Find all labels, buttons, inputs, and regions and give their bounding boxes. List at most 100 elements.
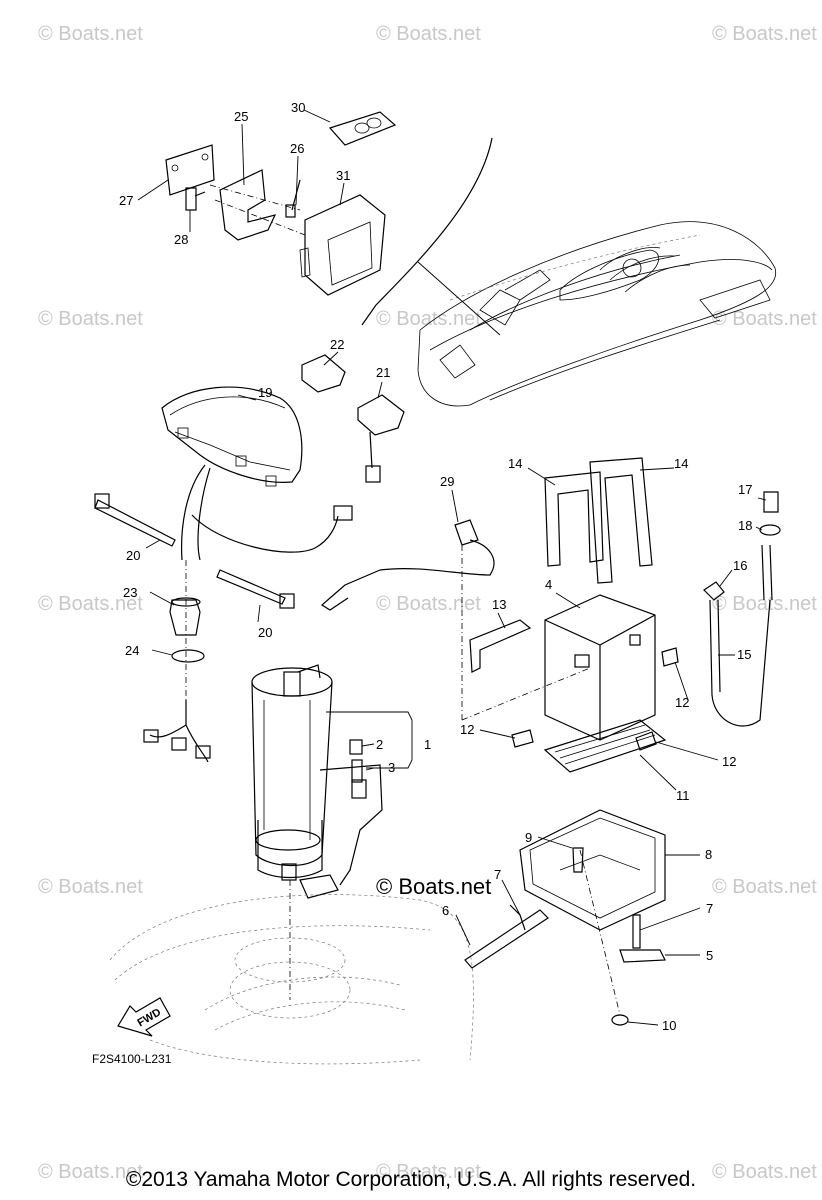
clip-18 — [759, 524, 781, 536]
callout-16: 16 — [733, 558, 747, 573]
grommet-23 — [169, 599, 201, 636]
meter-assembly — [161, 386, 353, 561]
callout-14a: 14 — [508, 456, 522, 471]
callout-6: 6 — [442, 903, 449, 918]
callout-13: 13 — [492, 597, 506, 612]
callout-30: 30 — [291, 100, 305, 115]
watermark-layer: © Boats.net © Boats.net © Boats.net © Bo… — [38, 23, 817, 1183]
callout-24: 24 — [125, 643, 139, 658]
watermark: © Boats.net — [38, 876, 143, 898]
fuel-tank-outline — [109, 880, 474, 1065]
sensor-29 — [454, 519, 479, 546]
callout-8: 8 — [705, 847, 712, 862]
fwd-arrow: FWD — [117, 997, 171, 1037]
connector-21 — [365, 465, 381, 483]
remote-control-group — [165, 111, 397, 296]
callout-20a: 20 — [126, 548, 140, 563]
watermark: © Boats.net — [712, 593, 817, 615]
watermark: © Boats.net — [712, 308, 817, 330]
watermark: © Boats.net — [38, 308, 143, 330]
watermark: © Boats.net — [376, 593, 481, 615]
callout-5: 5 — [706, 948, 713, 963]
pad-12b — [661, 647, 679, 667]
watermark: © Boats.net — [376, 308, 481, 330]
battery-box-8 — [519, 809, 666, 931]
callout-21: 21 — [376, 365, 390, 380]
screw-26 — [285, 204, 296, 218]
diagram-code: F2S4100-L231 — [92, 1052, 172, 1066]
callout-12a: 12 — [675, 695, 689, 710]
strap-14a — [544, 471, 604, 567]
callout-28: 28 — [174, 232, 188, 247]
callout-17: 17 — [738, 482, 752, 497]
bracket-6 — [464, 909, 549, 969]
remote-transmitter — [328, 111, 397, 146]
pad-12c — [635, 731, 657, 751]
watermark: © Boats.net — [38, 593, 143, 615]
callout-7b: 7 — [706, 901, 713, 916]
meter-19 — [161, 386, 303, 483]
cable-tie-20b — [216, 569, 286, 605]
callout-19: 19 — [258, 385, 272, 400]
callout-29: 29 — [440, 474, 454, 489]
battery-assembly — [461, 594, 679, 773]
vent-tube-15 — [709, 599, 771, 727]
harness-connector — [171, 737, 187, 751]
callout-1: 1 — [424, 737, 431, 752]
fuel-filter — [299, 874, 339, 899]
watermark: © Boats.net — [376, 1161, 481, 1183]
callout-27: 27 — [119, 193, 133, 208]
watermark: © Boats.net — [712, 1161, 817, 1183]
connector-19 — [333, 505, 353, 521]
callout-26: 26 — [290, 141, 304, 156]
callout-7a: 7 — [494, 867, 501, 882]
mat-11 — [543, 719, 667, 773]
watermark: © Boats.net — [712, 23, 817, 45]
callout-20b: 20 — [258, 625, 272, 640]
fuel-pump-part-2 — [349, 739, 363, 755]
watercraft-illustration — [417, 221, 777, 407]
bolt-7 — [632, 914, 641, 949]
callout-18: 18 — [738, 518, 752, 533]
nut-10 — [611, 1014, 629, 1026]
cable-tie-20a — [94, 499, 176, 547]
clamp-24 — [171, 649, 205, 663]
receiver-unit — [304, 194, 386, 296]
clip-16 — [703, 581, 725, 601]
fuel-pump-assembly — [251, 664, 413, 899]
callout-labels: 30 25 26 27 31 28 22 21 19 14 14 17 18 2… — [119, 100, 752, 1033]
harness-connector — [143, 729, 159, 743]
switch-22 — [301, 354, 346, 393]
callout-25: 25 — [234, 109, 248, 124]
pad-13 — [469, 619, 532, 673]
callout-12b: 12 — [460, 722, 474, 737]
switch-group — [301, 354, 405, 483]
callout-14b: 14 — [674, 456, 688, 471]
callout-12c: 12 — [722, 754, 736, 769]
callout-22: 22 — [330, 337, 344, 352]
callout-11: 11 — [676, 788, 690, 803]
mounting-bracket — [219, 169, 277, 241]
harness-connector — [195, 745, 211, 759]
center-watermark: © Boats.net — [376, 874, 491, 899]
callout-2: 2 — [376, 737, 383, 752]
callout-4: 4 — [545, 577, 552, 592]
callout-3: 3 — [388, 760, 395, 775]
callout-10: 10 — [662, 1018, 676, 1033]
callout-9: 9 — [525, 830, 532, 845]
battery-4 — [544, 594, 656, 741]
strap-14b — [589, 457, 653, 584]
callout-23: 23 — [123, 585, 137, 600]
watermark: © Boats.net — [376, 23, 481, 45]
callout-31: 31 — [336, 168, 350, 183]
battery-box-assembly — [464, 809, 666, 1026]
cable-tie-head — [94, 493, 110, 509]
copyright-notice: ©2013 Yamaha Motor Corporation, U.S.A. A… — [125, 1168, 697, 1191]
watermark: © Boats.net — [38, 1161, 143, 1183]
bolt-9 — [572, 847, 584, 873]
switch-21 — [357, 394, 405, 436]
screw-28 — [185, 187, 197, 211]
leader-line — [417, 261, 501, 336]
watermark: © Boats.net — [712, 876, 817, 898]
